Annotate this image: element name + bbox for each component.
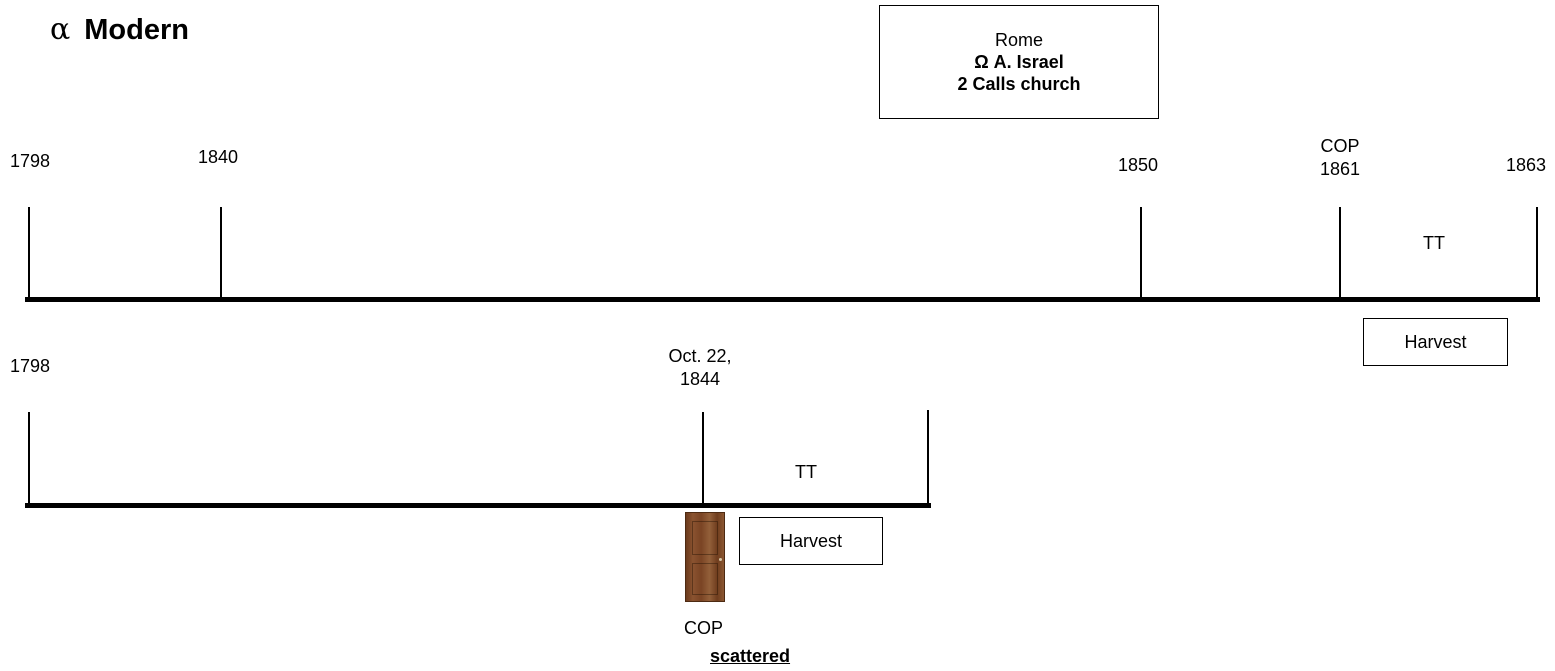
bottom-tick-1844 bbox=[702, 412, 704, 505]
top-label-cop: COP bbox=[1320, 136, 1360, 156]
page-title: α Modern bbox=[50, 12, 189, 47]
bottom-label-oct-line1: Oct. 22, bbox=[668, 346, 732, 366]
alpha-symbol: α bbox=[50, 12, 71, 47]
bottom-tick-end bbox=[927, 410, 929, 505]
top-label-1840: 1840 bbox=[198, 147, 239, 167]
bottom-tt-label: TT bbox=[795, 462, 817, 482]
rome-box-line3: 2 Calls church bbox=[957, 74, 1081, 94]
bottom-harvest-box: Harvest bbox=[739, 517, 883, 565]
top-label-1861: 1861 bbox=[1319, 159, 1361, 179]
door-icon bbox=[685, 512, 725, 602]
top-tick-1850 bbox=[1140, 207, 1142, 299]
rome-box-line1: Rome bbox=[994, 30, 1043, 50]
bottom-label-1798: 1798 bbox=[10, 356, 51, 376]
top-label-cop-1861: COP 1861 bbox=[1310, 135, 1370, 181]
top-timeline-axis bbox=[25, 297, 1540, 302]
top-harvest-box: Harvest bbox=[1363, 318, 1508, 366]
bottom-tick-1798 bbox=[28, 412, 30, 505]
top-tick-1798 bbox=[28, 207, 30, 299]
title-text: Modern bbox=[84, 14, 189, 46]
top-tick-1863 bbox=[1536, 207, 1538, 299]
top-tick-1861 bbox=[1339, 207, 1341, 299]
top-label-1798: 1798 bbox=[10, 151, 51, 171]
scattered-label: scattered bbox=[710, 646, 791, 666]
rome-box-line2: Ω A. Israel bbox=[974, 52, 1064, 72]
bottom-cop-label: COP bbox=[684, 618, 724, 638]
rome-box: Rome Ω A. Israel 2 Calls church bbox=[879, 5, 1159, 119]
bottom-timeline-axis bbox=[25, 503, 931, 508]
bottom-label-oct-22-1844: Oct. 22, 1844 bbox=[650, 345, 750, 391]
top-tt-label: TT bbox=[1423, 233, 1445, 253]
top-label-1863: 1863 bbox=[1506, 155, 1547, 175]
bottom-label-oct-line2: 1844 bbox=[679, 369, 721, 389]
top-label-1850: 1850 bbox=[1118, 155, 1159, 175]
top-tick-1840 bbox=[220, 207, 222, 299]
